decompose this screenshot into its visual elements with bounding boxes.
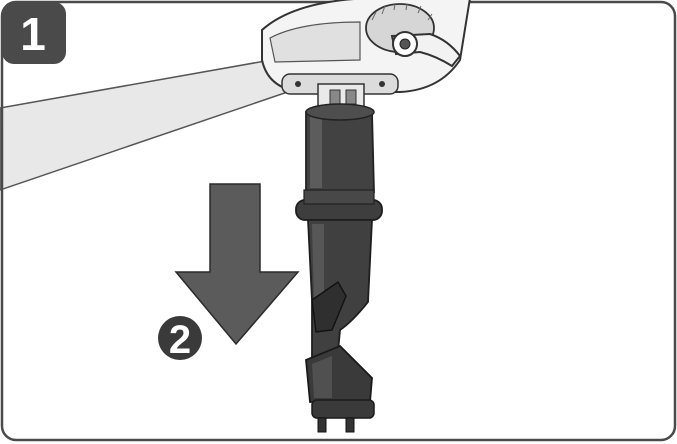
sub-step-marker: 2	[158, 316, 202, 362]
knob-icon	[390, 31, 462, 68]
sub-step-number: 2	[169, 318, 191, 362]
step-badge: 1	[2, 2, 66, 64]
grip-handle	[295, 103, 383, 433]
step-number: 1	[20, 8, 46, 60]
down-arrow-icon	[174, 183, 300, 346]
